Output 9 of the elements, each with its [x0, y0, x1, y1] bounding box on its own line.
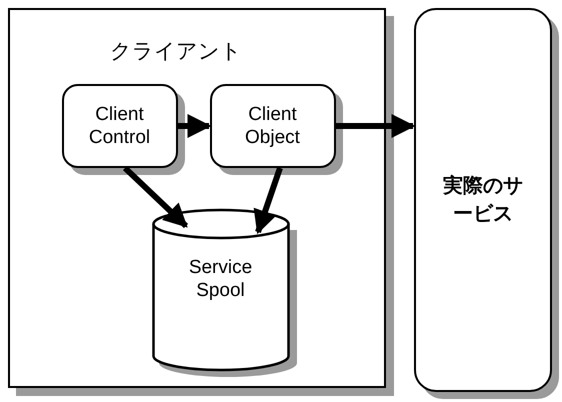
arrow — [122, 166, 188, 228]
cylinder-label: Service Spool — [188, 256, 254, 302]
arrow — [178, 114, 212, 138]
arrow — [254, 167, 283, 234]
frame-heading: クライアント — [110, 40, 242, 63]
box-label: Client Object — [244, 102, 301, 148]
box-label: 実際のサービス — [442, 174, 524, 227]
box-label: Client Control — [88, 102, 152, 148]
arrow — [336, 114, 416, 138]
